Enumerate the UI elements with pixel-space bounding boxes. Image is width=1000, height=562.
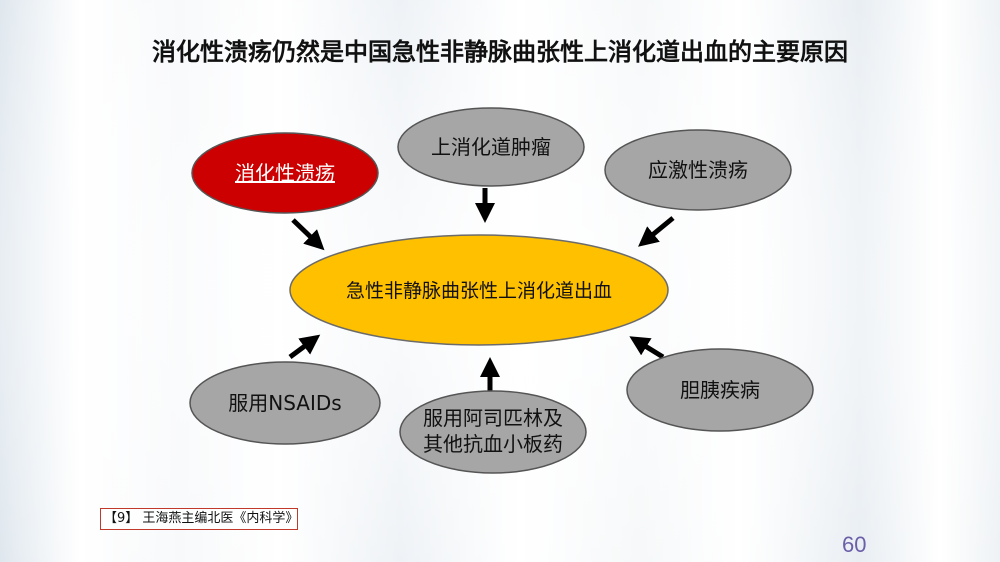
node-aspirin-label-line2: 其他抗血小板药 — [423, 432, 563, 456]
node-biliary-label: 胆胰疾病 — [680, 378, 760, 402]
arrow-biliary — [629, 336, 665, 360]
node-center: 急性非静脉曲张性上消化道出血 — [289, 234, 669, 346]
node-aspirin-label-line1: 服用阿司匹林及 — [423, 406, 563, 430]
node-upper-gi-tumor-label: 上消化道肿瘤 — [431, 135, 551, 159]
node-upper-gi-tumor: 上消化道肿瘤 — [397, 107, 585, 187]
node-aspirin: 服用阿司匹林及 其他抗血小板药 — [399, 390, 587, 474]
node-peptic-ulcer-label: 消化性溃疡 — [235, 161, 335, 185]
node-stress-ulcer-label: 应激性溃疡 — [648, 158, 748, 182]
node-peptic-ulcer: 消化性溃疡 — [191, 132, 379, 214]
arrow-peptic-ulcer — [291, 218, 325, 251]
page-number: 60 — [842, 532, 867, 557]
node-nsaids: 服用NSAIDs — [189, 361, 381, 445]
center-label: 急性非静脉曲张性上消化道出血 — [346, 280, 612, 302]
node-stress-ulcer: 应激性溃疡 — [604, 129, 792, 211]
node-biliary: 胆胰疾病 — [626, 348, 814, 432]
arrow-nsaids — [288, 334, 321, 360]
slide-title: 消化性溃疡仍然是中国急性非静脉曲张性上消化道出血的主要原因 — [152, 38, 848, 66]
node-nsaids-label: 服用NSAIDs — [228, 391, 341, 415]
arrow-stress-ulcer — [638, 216, 675, 247]
reference-citation: 【9】 王海燕主编北医《内科学》 — [100, 508, 298, 530]
